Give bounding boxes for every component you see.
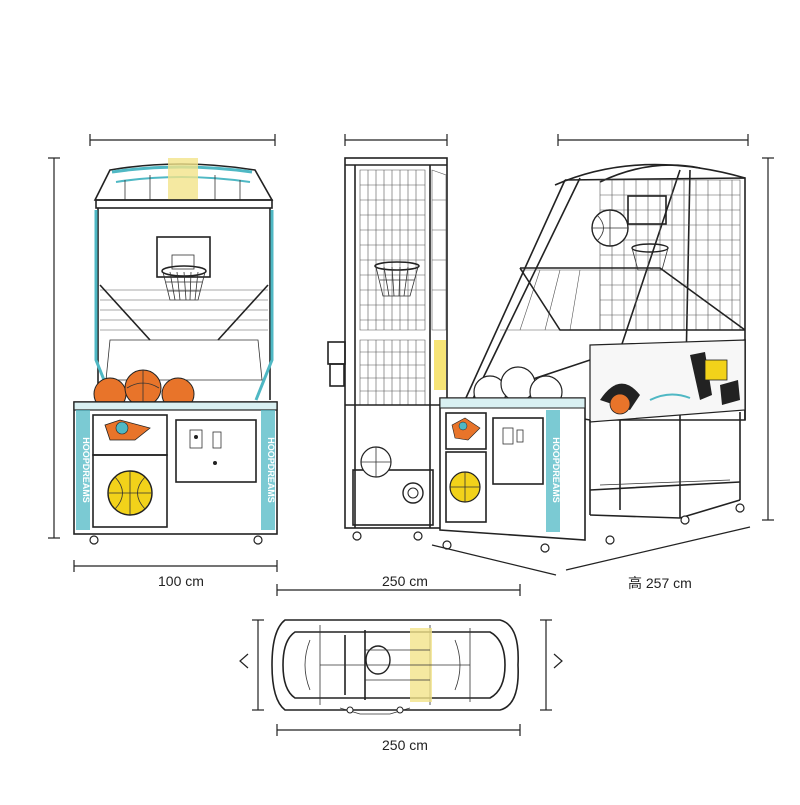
- top-bottom-dim: [276, 724, 521, 736]
- perspective-side-graphic: [589, 339, 746, 423]
- perspective-cabinet: [439, 397, 586, 541]
- front-top-dim: [89, 134, 276, 146]
- front-brand-right: HOOPDREAMS: [266, 437, 276, 503]
- perspective-brand: HOOPDREAMS: [551, 437, 561, 503]
- front-view: HOOPDREAMS HOOPDREAMS: [73, 158, 278, 545]
- side-bottom-dim: [276, 584, 521, 596]
- perspective-height-dim: [762, 157, 774, 521]
- perspective-mesh: [500, 179, 741, 331]
- top-outline: [271, 619, 519, 711]
- front-backboard: [156, 236, 211, 278]
- front-height-dim: [48, 157, 60, 539]
- side-top-dim: [344, 134, 448, 146]
- perspective-depth-dim: [431, 526, 751, 576]
- perspective-top-dim: [557, 134, 749, 146]
- side-hoop: [374, 261, 420, 271]
- top-side-dims: [239, 619, 563, 711]
- top-length-label: 250 cm: [382, 737, 428, 753]
- front-width-label: 100 cm: [158, 573, 204, 589]
- side-depth-label: 250 cm: [382, 573, 428, 589]
- top-hoop: [365, 645, 391, 675]
- front-bottom-dim: [73, 560, 278, 572]
- side-view: [327, 157, 448, 541]
- side-speaker: [402, 482, 424, 504]
- front-brand-left: HOOPDREAMS: [81, 437, 91, 503]
- perspective-height-label: 高 257 cm: [628, 575, 692, 591]
- side-mesh: [359, 169, 447, 406]
- top-view: [271, 619, 519, 715]
- front-coin-panel: [175, 419, 257, 483]
- perspective-view: HOOPDREAMS: [439, 163, 746, 553]
